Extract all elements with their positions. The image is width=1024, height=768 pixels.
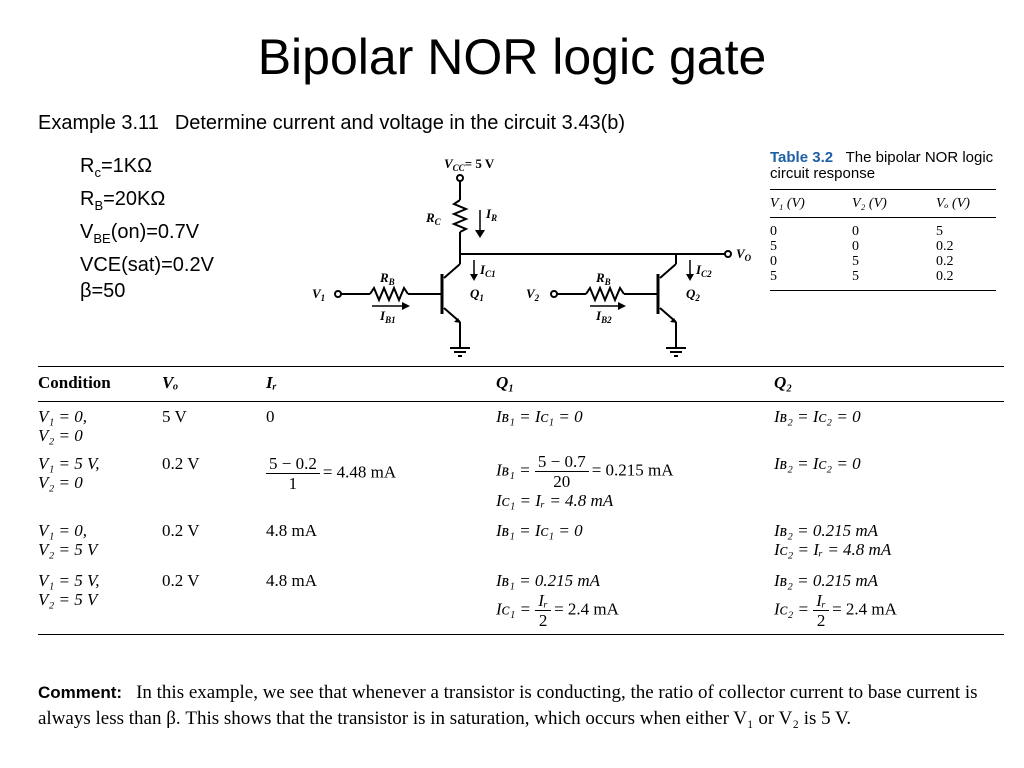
- param-vce: VCE(sat)=0.2V: [80, 254, 214, 276]
- header-q2: Q₂: [774, 373, 793, 392]
- example-line: Example 3.11 Determine current and voltag…: [38, 112, 625, 135]
- header-condition: Condition: [38, 373, 111, 392]
- param-beta: β=50: [80, 280, 126, 302]
- comment-paragraph: Comment:In this example, we see that whe…: [38, 680, 1010, 732]
- v1-terminal: [334, 290, 342, 298]
- header-q1: Q₁: [496, 373, 515, 392]
- table-header: Vₒ (V): [936, 189, 996, 218]
- param-rc: Rc=1KΩ: [80, 155, 153, 180]
- results-table: Condition Vₒ Iᵣ Q₁ Q₂ V₁ = 0,V₂ = 0 5 V …: [38, 366, 1004, 635]
- table-header: V₁ (V): [770, 189, 852, 218]
- comment-label: Comment:: [38, 683, 123, 702]
- example-task: Determine current and voltage in the cir…: [174, 112, 626, 134]
- rb1-label: RB: [379, 270, 395, 287]
- ic1-label: IC1: [479, 262, 496, 279]
- param-vbe: VBE(on)=0.7V: [80, 221, 200, 246]
- v2-label: V2: [526, 286, 540, 303]
- vcc-terminal: [456, 174, 464, 182]
- comment-text: In this example, we see that whenever a …: [38, 682, 978, 729]
- vo-terminal: [724, 250, 732, 258]
- table-row: V₁ = 0,V₂ = 0 5 V 0 Iʙ₁ = Iᴄ₁ = 0 Iʙ₂ = …: [38, 407, 861, 445]
- rc-label: RC: [425, 210, 442, 227]
- nor-gate-circuit-diagram: VCC= 5 V RC IR VO V1 V2 RB RB IB1 IB2 IC…: [312, 156, 752, 357]
- rc-resistor: [451, 199, 469, 233]
- results-header-row: Condition Vₒ Iᵣ Q₁ Q₂: [38, 367, 1004, 401]
- slide-title: Bipolar NOR logic gate: [257, 29, 767, 85]
- table-3-2-caption: Table 3.2 The bipolar NOR logic circuit …: [770, 149, 994, 182]
- table-row: V₁ = 5 V,V₂ = 5 V 0.2 V 4.8 mA Iʙ₁ = 0.2…: [38, 571, 897, 630]
- q2-label: Q2: [686, 286, 700, 303]
- v1-label: V1: [312, 286, 325, 303]
- v2-terminal: [550, 290, 558, 298]
- vo-label: VO: [736, 246, 752, 263]
- ir-label: IR: [485, 206, 497, 223]
- table-row: V₁ = 0,V₂ = 5 V 0.2 V 4.8 mA Iʙ₁ = Iᴄ₁ =…: [38, 521, 892, 559]
- param-rb: RB=20KΩ: [80, 188, 166, 213]
- ib2-label: IB2: [595, 308, 612, 325]
- parameter-list: Rc=1KΩ RB=20KΩ VBE(on)=0.7V VCE(sat)=0.2…: [80, 153, 214, 304]
- table-header: V₂ (V): [852, 189, 936, 218]
- q1-label: Q1: [470, 286, 484, 303]
- example-label: Example 3.11: [38, 112, 159, 134]
- rb2-resistor: [585, 285, 625, 303]
- ib1-label: IB1: [379, 308, 396, 325]
- table-3-2: Table 3.2 The bipolar NOR logic circuit …: [770, 150, 996, 291]
- header-vo: Vₒ: [162, 373, 179, 392]
- header-ir: Iᵣ: [266, 373, 277, 392]
- rb2-label: RB: [595, 270, 611, 287]
- rb1-resistor: [369, 285, 409, 303]
- vcc-label: VCC= 5 V: [444, 156, 495, 173]
- ic2-label: IC2: [695, 262, 712, 279]
